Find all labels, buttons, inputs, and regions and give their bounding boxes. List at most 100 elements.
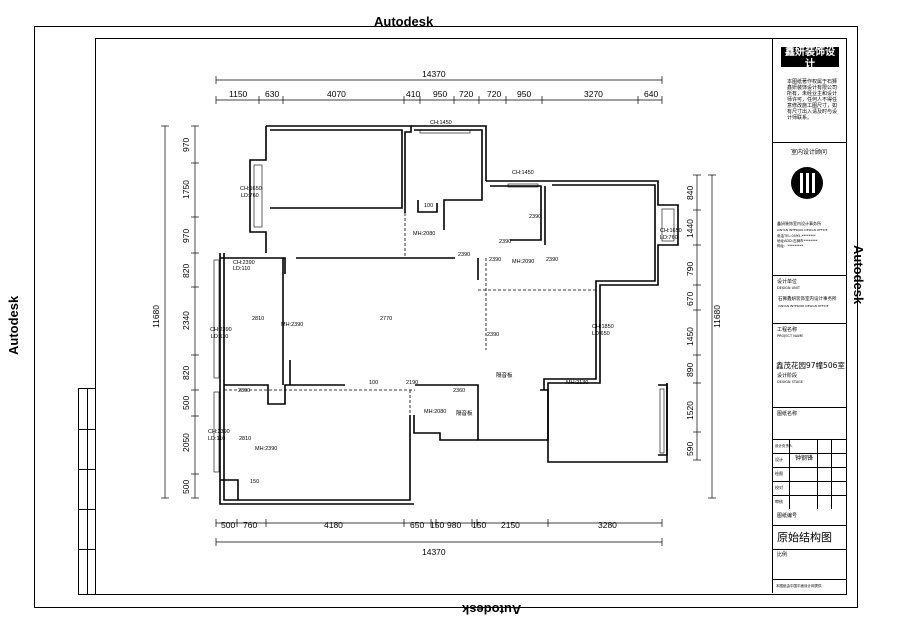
drawing-name-label: 图纸名称 [777, 411, 798, 417]
walls [219, 125, 679, 505]
label-2390-d: 2390 [487, 332, 499, 338]
sig-col-line-1 [789, 439, 790, 509]
dim-bottom-2: 4180 [324, 520, 343, 530]
label-ch2390-top: CH:2390 [233, 260, 255, 266]
design-unit-label: 设计单位 [777, 279, 798, 285]
sig-label-lead: 设计负责人 [775, 444, 793, 448]
drawing-no-label: 图纸编号 [777, 513, 798, 519]
strip-col [87, 389, 88, 594]
sig-row-line-1 [773, 453, 846, 454]
label-mh2390-a: MH:2390 [281, 322, 303, 328]
label-ch2390-mid: CH:2390 [210, 327, 232, 333]
label-ld760-left: LD:760 [241, 193, 259, 199]
dim-bottom-3: 650 [410, 520, 424, 530]
label-2190: 2190 [406, 380, 418, 386]
dim-left-8: 500 [181, 480, 191, 494]
dimension-labels: 14370 1150 630 4070 410 950 720 720 950 … [221, 69, 658, 557]
logo: 鑫妍装饰设计 ■■■■ ■■■ ■■ [781, 47, 839, 67]
dim-right-4: 1450 [685, 327, 695, 346]
design-stage-en: DESIGN STAGE [777, 380, 803, 384]
label-2390-c: 2390 [546, 257, 558, 263]
sig-label-check: 校对 [775, 485, 783, 490]
label-mh2090: MH:2090 [512, 259, 534, 265]
title-block: 鑫妍装饰设计 ■■■■ ■■■ ■■ 本图纸著作权属于石狮鑫妍装饰设计有限公司所… [772, 39, 846, 593]
label-ch1450-a: CH:1450 [430, 120, 452, 126]
company-website: 网址：********* [777, 244, 804, 248]
dimension-labels-right: 840 1440 790 670 1450 890 1520 590 11680 [685, 186, 722, 456]
label-mh2080-b: MH:2080 [424, 409, 446, 415]
dim-top-6: 720 [487, 89, 501, 99]
dim-top-0: 1150 [229, 89, 248, 99]
sheet-inner-frame [95, 38, 847, 595]
company-address: 地址ADD:石狮市******** [777, 239, 818, 243]
sig-row-line-4 [773, 495, 846, 496]
consultant-label: 室内设计顾问 [791, 149, 828, 156]
label-2390-f: 2390 [529, 214, 541, 220]
windows [213, 129, 675, 473]
label-mh2130: MH:2130 [566, 380, 588, 386]
dim-top-overall: 14370 [422, 69, 446, 79]
signature-table: 设计负责人 设计 钟钢锋 绘图 校对 审核 [773, 439, 846, 509]
consultant-logo [791, 167, 823, 199]
plan-annotations: CH:1450 CH:1450 CH:1650 LD:760 CH:1650 L… [208, 120, 682, 485]
dim-left-7: 2050 [181, 433, 191, 452]
dim-bottom-1: 760 [243, 520, 257, 530]
dim-left-4: 2340 [181, 311, 191, 330]
label-ld760-right: LD:760 [660, 235, 678, 241]
design-stage-label: 设计阶段 [777, 373, 798, 379]
dimension-lines [161, 76, 716, 546]
dim-top-2: 4070 [327, 89, 346, 99]
project-label: 工程名称 [777, 327, 798, 333]
sig-label-design: 设计 [775, 457, 783, 462]
project-name: 鑫茂花园97幢506室 [776, 361, 845, 370]
design-unit-value-en: XINYAN INTERIOR DESIGN OFFICE [778, 304, 829, 308]
dim-right-5: 890 [685, 363, 695, 377]
dim-top-7: 950 [517, 89, 531, 99]
dim-top-1: 630 [265, 89, 279, 99]
label-100-a: 100 [424, 203, 433, 209]
dim-top-5: 720 [459, 89, 473, 99]
tb-divider-5 [773, 439, 846, 440]
label-mh2390-b: MH:2390 [255, 446, 277, 452]
label-ld110-top: LD:110 [233, 266, 250, 272]
dim-left-overall: 11680 [151, 305, 161, 328]
label-ch2390-low: CH:2390 [208, 429, 230, 435]
label-100-b: 100 [369, 380, 378, 386]
sig-label-review: 审核 [775, 499, 783, 504]
label-mh2080-a: MH:2080 [413, 231, 435, 237]
sig-col-line-2 [817, 439, 818, 509]
dim-bottom-0: 500 [221, 520, 235, 530]
dim-bottom-7: 2150 [501, 520, 520, 530]
dim-bottom-6: 150 [472, 520, 486, 530]
company-cn: 鑫妍装饰室内设计事务所 [777, 221, 821, 226]
label-ch1650-left: CH:1650 [240, 186, 262, 192]
tb-divider-2 [773, 275, 846, 276]
label-2390-e: 2390 [238, 388, 250, 394]
dim-bottom-8: 3280 [598, 520, 617, 530]
tb-divider-4 [773, 407, 846, 408]
design-unit-value: 石狮鑫妍装饰室内设计事务所 [778, 297, 837, 302]
label-150: 150 [250, 479, 259, 485]
label-partition-a: 隔音板 [496, 371, 513, 379]
label-ch1450-b: CH:1450 [512, 170, 534, 176]
company-en: XINYAN INTERIOR DESIGN OFFICE [777, 228, 828, 232]
sig-designer: 钟钢锋 [795, 455, 814, 462]
company-phone: 电话TEL:0595-******** [777, 234, 816, 238]
label-2810-a: 2810 [252, 316, 264, 322]
sheet-outer-frame [34, 26, 858, 608]
dim-left-6: 500 [181, 396, 191, 410]
dim-left-0: 970 [181, 138, 191, 152]
label-ld110-low: LD:110 [208, 436, 225, 442]
dim-top-8: 3270 [584, 89, 603, 99]
label-ld650: LD:650 [592, 331, 610, 337]
label-2810-b: 2810 [239, 436, 251, 442]
dim-right-3: 670 [685, 292, 695, 306]
dim-right-0: 840 [685, 186, 695, 200]
dim-right-overall: 11680 [712, 305, 722, 328]
dim-right-7: 590 [685, 442, 695, 456]
footer-text: 本图纸由中国平面设计网提供 [776, 584, 822, 588]
label-partition-b: 隔音板 [456, 409, 473, 417]
dim-top-4: 950 [433, 89, 447, 99]
dim-right-2: 790 [685, 262, 695, 276]
